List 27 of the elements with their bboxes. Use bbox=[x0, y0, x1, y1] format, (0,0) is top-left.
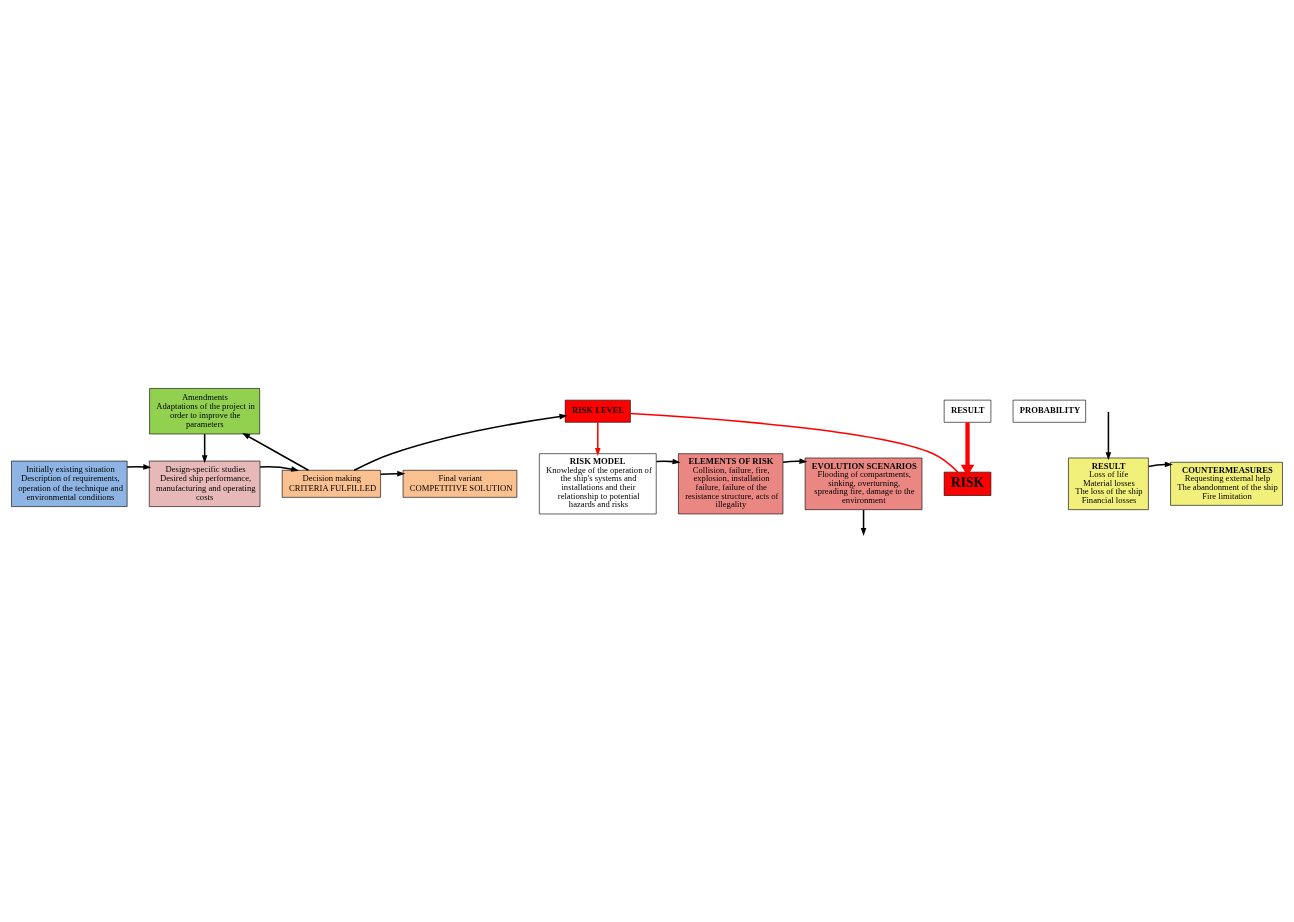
arrow bbox=[960, 421, 975, 476]
arrow bbox=[782, 457, 808, 464]
node-box: Initially existing situation Description of requirements, operation of the technique and environmental conditions bbox=[11, 460, 128, 507]
node-box: COUNTERMEASURES Requesting external help The abandonment of the ship Fire limitation bbox=[1170, 461, 1283, 506]
node-box: Amendments Adaptations of the project in order to improve the parameters bbox=[149, 387, 261, 434]
arrow bbox=[201, 432, 208, 463]
connector bbox=[629, 412, 959, 473]
node-box: EVOLUTION SCENARIOS Flooding of compartments, sinking, overturning, spreading fire, damage to the environment bbox=[804, 457, 923, 510]
arrow bbox=[353, 413, 568, 471]
node-box: RISK MODEL Knowledge of the operation of the ship's systems and installations and their relationship to potential hazards and risks bbox=[539, 452, 657, 514]
arrow bbox=[259, 465, 300, 472]
arrow bbox=[594, 421, 601, 456]
node-box: PROBABILITY bbox=[1012, 399, 1086, 423]
arrow bbox=[126, 463, 152, 470]
node-box: RESULT bbox=[943, 399, 992, 423]
arrow bbox=[242, 432, 310, 471]
arrow bbox=[379, 470, 406, 476]
node-box: ELEMENTS OF RISK Collision, failure, fire, explosion, installation failure, failure of the resistance structure, acts of illegality bbox=[678, 452, 784, 514]
node-box: RISK bbox=[943, 471, 992, 496]
arrow bbox=[860, 508, 867, 536]
arrow bbox=[1105, 410, 1112, 460]
node-box: Final variant COMPETITIVE SOLUTION bbox=[402, 469, 518, 498]
arrow bbox=[1147, 461, 1173, 467]
node-box: Decision making CRITERIA FULFILLED bbox=[281, 469, 381, 498]
node-box: Design-specific studies Desired ship performance, manufacturing and operating costs bbox=[149, 460, 261, 507]
node-box: RESULT Loss of life Material losses The loss of the ship Financial losses bbox=[1068, 457, 1149, 510]
node-box: RISK LEVEL bbox=[564, 399, 631, 423]
